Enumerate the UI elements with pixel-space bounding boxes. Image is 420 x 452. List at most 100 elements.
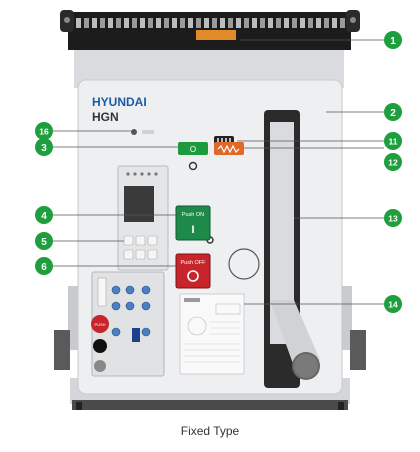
terminal-pin: [268, 18, 273, 28]
svg-text:6: 6: [41, 262, 47, 273]
svg-text:4: 4: [41, 211, 47, 222]
status-led: [131, 129, 137, 135]
side-plate-left: [68, 286, 80, 350]
reset-button-label: PUSH: [94, 322, 105, 327]
terminal-pin: [236, 18, 241, 28]
callout-3: 3: [35, 138, 53, 156]
trip-unit-leds: [126, 172, 158, 176]
terminal-pin: [148, 18, 153, 28]
terminal-pin: [108, 18, 113, 28]
terminal-pins: [76, 18, 345, 28]
svg-text:11: 11: [389, 137, 398, 147]
terminal-pin: [276, 18, 281, 28]
callout-16: 16: [35, 122, 53, 140]
terminal-highlight: [196, 30, 236, 40]
terminal-pin: [332, 18, 337, 28]
svg-text:1: 1: [390, 36, 396, 47]
terminal-pin: [164, 18, 169, 28]
terminal-pin: [132, 18, 137, 28]
figure-caption: Fixed Type: [180, 424, 240, 438]
terminal-pin: [204, 18, 209, 28]
terminal-pin: [116, 18, 121, 28]
terminal-pin: [220, 18, 225, 28]
brand-model: HGN: [92, 110, 119, 124]
nameplate: [179, 293, 245, 375]
svg-text:5: 5: [41, 237, 47, 248]
svg-text:14: 14: [388, 300, 398, 310]
push-on-label: Push ON: [182, 212, 204, 218]
setting-dial[interactable]: [141, 285, 151, 295]
callout-6: 6: [35, 257, 53, 275]
terminal-pin: [292, 18, 297, 28]
setting-dial[interactable]: [125, 301, 135, 311]
svg-text:16: 16: [39, 127, 49, 137]
trip-unit: [117, 165, 169, 271]
foot-left: [76, 402, 82, 410]
terminal-pin: [196, 18, 201, 28]
setting-dial[interactable]: [111, 285, 121, 295]
terminal-pin: [76, 18, 81, 28]
callout-12: 12: [384, 153, 402, 171]
reset-button[interactable]: [91, 315, 109, 333]
svg-text:12: 12: [388, 158, 398, 168]
marker-dot: [188, 161, 198, 171]
push-on-button[interactable]: Push ON I: [175, 205, 211, 241]
terminal-pin: [92, 18, 97, 28]
terminal-pin: [172, 18, 177, 28]
trip-unit-display: [124, 186, 154, 222]
test-button[interactable]: [93, 339, 107, 353]
svg-text:2: 2: [390, 108, 396, 119]
terminal-pin: [180, 18, 185, 28]
relay-switch[interactable]: [97, 277, 107, 307]
callout-1: 1: [384, 31, 402, 49]
on-symbol: I: [191, 224, 194, 236]
dip-switch[interactable]: [132, 328, 140, 342]
setting-dial[interactable]: [125, 285, 135, 295]
relay-module: PUSH: [91, 271, 165, 377]
closed-indicator-label: O: [190, 145, 196, 154]
bracket-hole-left: [64, 17, 70, 23]
setting-dial[interactable]: [111, 327, 121, 337]
foot-right: [338, 402, 344, 410]
closed-indicator: [178, 142, 208, 155]
terminal-pin: [340, 18, 345, 28]
terminal-pin: [188, 18, 193, 28]
trip-unit-keypad[interactable]: [123, 235, 158, 260]
terminal-pin: [228, 18, 233, 28]
terminal-pin: [308, 18, 313, 28]
bracket-hole-right: [350, 17, 356, 23]
brand-name: HYUNDAI: [92, 95, 147, 109]
leader-lines: [52, 39, 384, 305]
terminal-pin: [140, 18, 145, 28]
setting-dial[interactable]: [111, 301, 121, 311]
callout-5: 5: [35, 232, 53, 250]
selector-knob[interactable]: [94, 360, 106, 372]
callout-2: 2: [384, 103, 402, 121]
svg-text:13: 13: [388, 214, 398, 224]
charging-handle[interactable]: [264, 110, 320, 388]
key-lock[interactable]: [228, 248, 260, 280]
setting-dial[interactable]: [141, 301, 151, 311]
terminal-pin: [324, 18, 329, 28]
push-off-label: Push OFF: [180, 260, 206, 266]
callout-4: 4: [35, 206, 53, 224]
terminal-pin: [252, 18, 257, 28]
side-plate-right: [340, 286, 352, 350]
setting-dials: [111, 285, 151, 337]
terminal-pin: [316, 18, 321, 28]
setting-dial[interactable]: [141, 327, 151, 337]
terminal-pin: [124, 18, 129, 28]
callout-13: 13: [384, 209, 402, 227]
svg-text:3: 3: [41, 143, 47, 154]
led-label: [142, 130, 154, 134]
terminal-pin: [300, 18, 305, 28]
terminal-pin: [84, 18, 89, 28]
terminal-block: [60, 10, 360, 50]
spring-icon: [217, 144, 240, 154]
base-rail: [72, 400, 348, 410]
callout-11: 11: [384, 132, 402, 150]
side-bracket-left: [54, 330, 70, 370]
side-bracket-right: [350, 330, 366, 370]
push-off-button[interactable]: Push OFF: [175, 253, 211, 289]
